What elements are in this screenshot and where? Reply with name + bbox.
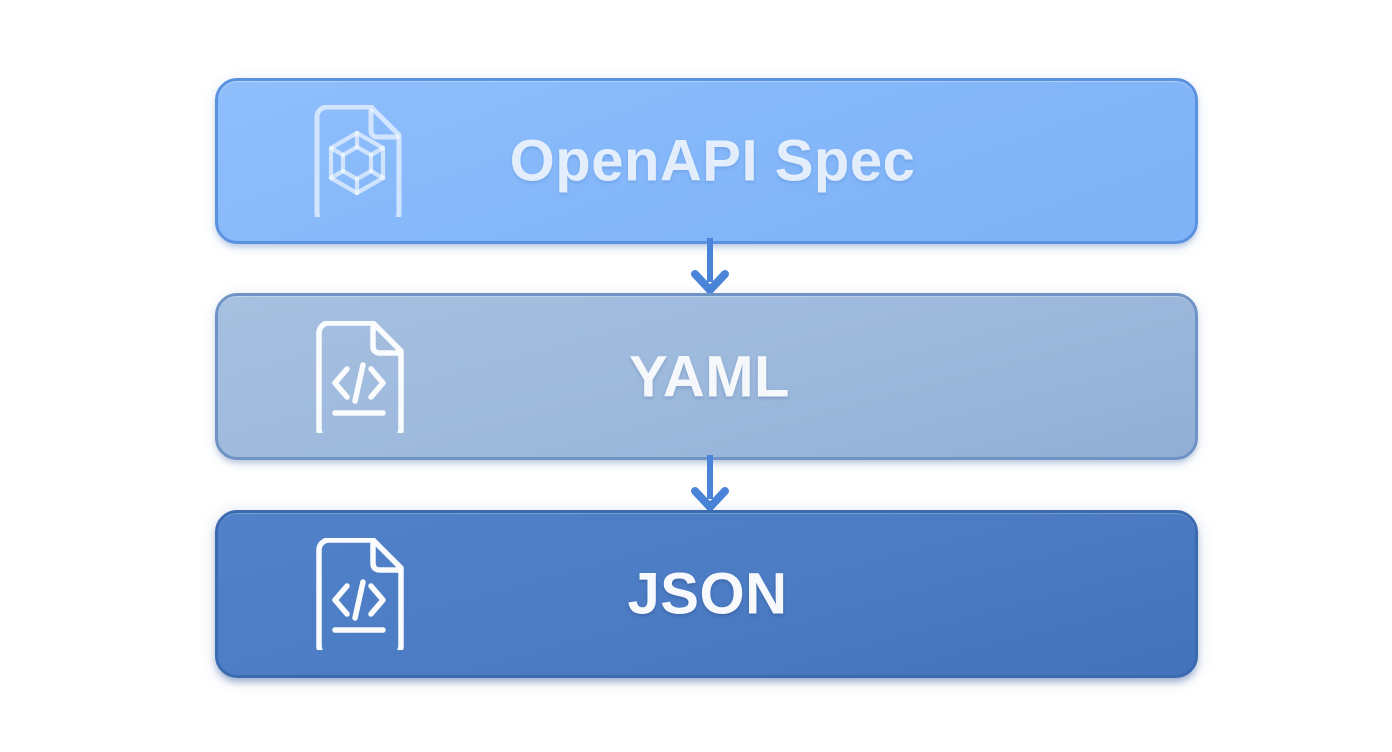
down-arrow-icon-1 [680, 238, 740, 300]
node-yaml[interactable]: YAML [215, 293, 1198, 460]
node-openapi-spec-label: OpenAPI Spec [509, 128, 916, 194]
node-openapi-spec[interactable]: OpenAPI Spec [215, 78, 1198, 244]
node-json-label: JSON [627, 561, 788, 627]
node-yaml-label: YAML [629, 344, 790, 409]
down-arrow-icon-2 [680, 455, 740, 517]
node-json[interactable]: JSON [215, 510, 1198, 678]
